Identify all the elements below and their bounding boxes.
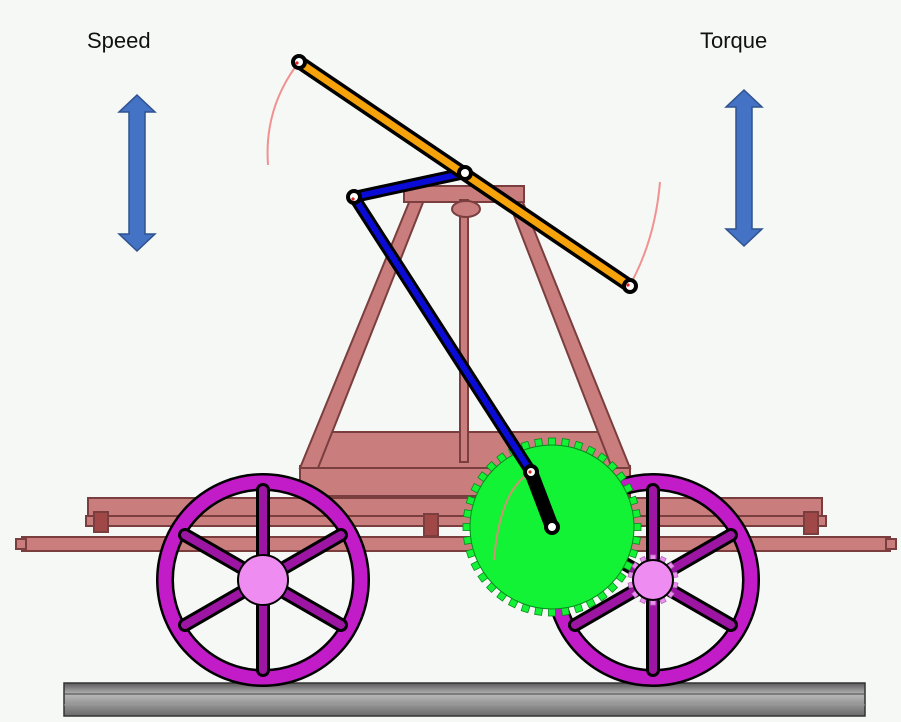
- crank-arm: [524, 465, 559, 534]
- speed-label: Speed: [87, 28, 151, 53]
- pivot-joints: [291, 54, 638, 535]
- rail: [63, 682, 866, 717]
- torque-arrow-icon: [724, 88, 764, 248]
- connecting-rod: [348, 167, 537, 478]
- left-wheel: [156, 473, 370, 687]
- speed-arrow-icon: [117, 93, 157, 253]
- torque-label: Torque: [700, 28, 768, 53]
- pinion-gear: [627, 554, 679, 606]
- joint-markers: [295, 61, 630, 474]
